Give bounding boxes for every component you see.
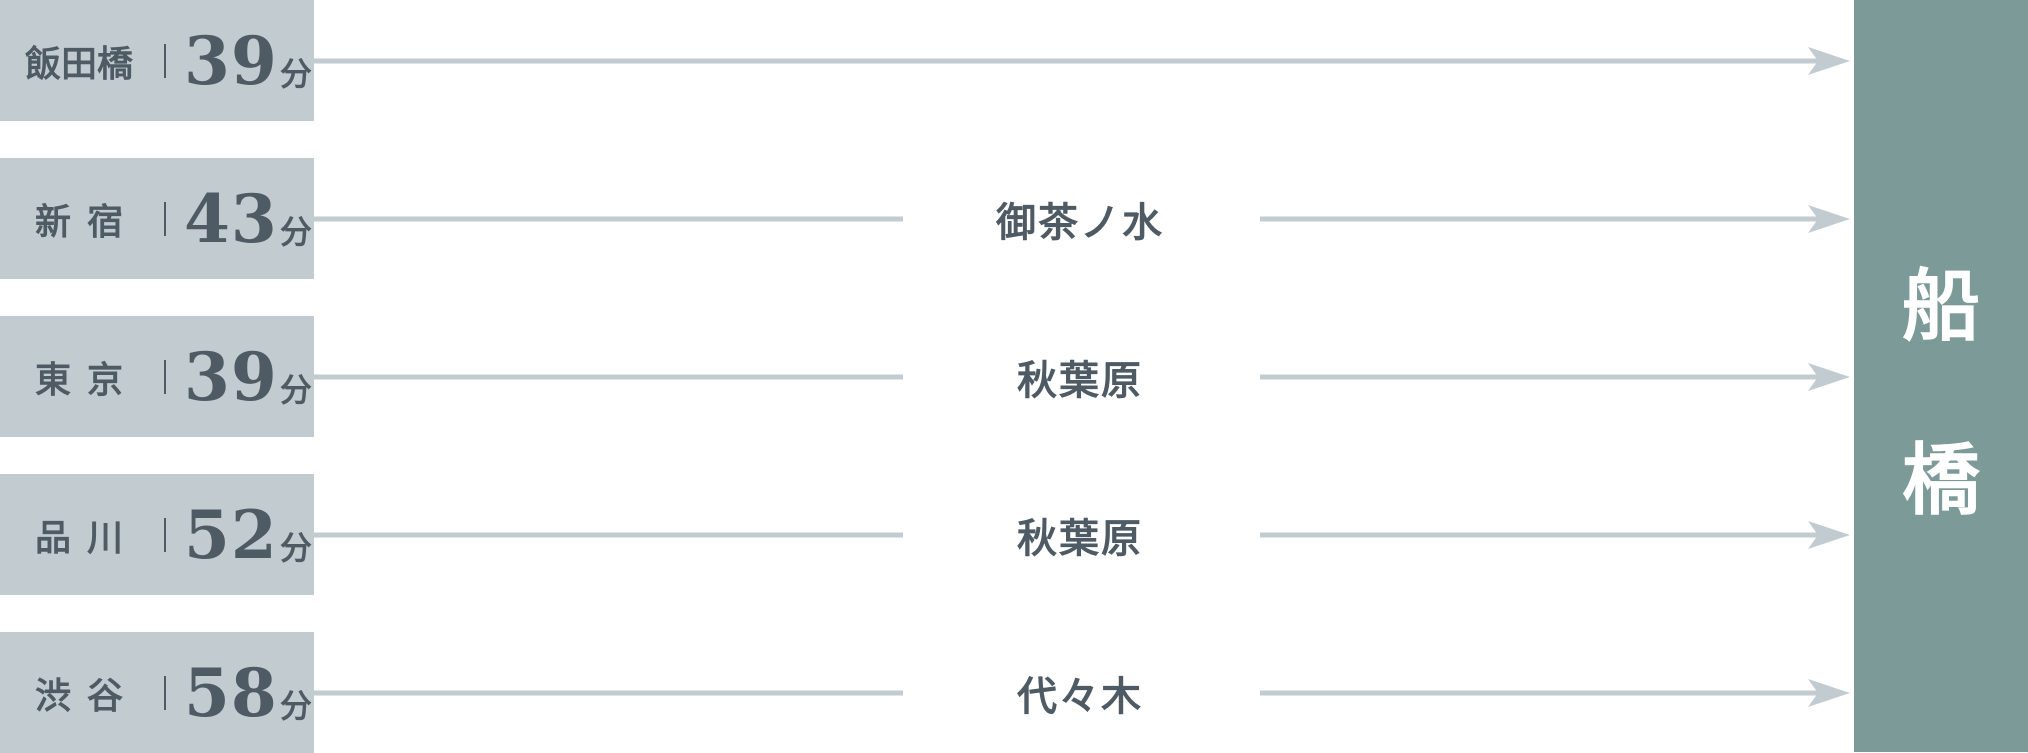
station-box: 東京 39 分 (0, 316, 314, 437)
transfer-station: 秋葉原 (1017, 514, 1143, 562)
arrow-head-icon (1808, 679, 1850, 707)
time-minutes: 43 (184, 179, 278, 258)
divider (164, 676, 166, 710)
divider (164, 202, 166, 236)
station-name: 東京 (34, 358, 139, 401)
destination-char: 橋 (1901, 435, 1980, 526)
route-row-shibuya: 渋谷 58 分 代々木 (0, 632, 2028, 753)
route-row-iidabashi: 飯田橋 39 分 (0, 0, 2028, 121)
travel-time: 43 分 (184, 158, 312, 279)
route-row-shinagawa: 品川 52 分 秋葉原 (0, 474, 2028, 595)
travel-time: 39 分 (184, 0, 312, 121)
transfer-station: 代々木 (1017, 672, 1143, 720)
destination-char: 船 (1901, 261, 1980, 352)
station-name: 飯田橋 (24, 42, 133, 85)
station-box: 飯田橋 39 分 (0, 0, 314, 121)
transfer-station: 御茶ノ水 (996, 198, 1164, 246)
route-row-tokyo: 東京 39 分 秋葉原 (0, 316, 2028, 437)
station-box: 渋谷 58 分 (0, 632, 314, 753)
travel-time: 52 分 (184, 474, 312, 595)
time-minutes: 39 (184, 337, 278, 416)
time-minutes: 39 (184, 21, 278, 100)
time-unit: 分 (279, 212, 312, 251)
transfer-station: 秋葉原 (1017, 356, 1143, 404)
destination-box: 船 橋 (1854, 0, 2028, 752)
arrow-head-icon (1808, 521, 1850, 549)
station-name: 新宿 (34, 200, 139, 243)
station-box: 品川 52 分 (0, 474, 314, 595)
time-minutes: 52 (184, 495, 278, 574)
station-name: 品川 (34, 516, 139, 559)
arrow-head-icon (1808, 47, 1850, 75)
divider (164, 518, 166, 552)
route-row-shinjuku: 新宿 43 分 御茶ノ水 (0, 158, 2028, 279)
arrow-head-icon (1808, 363, 1850, 391)
time-unit: 分 (279, 686, 312, 725)
time-unit: 分 (279, 528, 312, 567)
time-unit: 分 (279, 54, 312, 93)
station-box: 新宿 43 分 (0, 158, 314, 279)
time-unit: 分 (279, 370, 312, 409)
divider (164, 360, 166, 394)
station-name: 渋谷 (34, 674, 139, 717)
divider (164, 44, 166, 78)
travel-time: 58 分 (184, 632, 312, 753)
time-minutes: 58 (184, 653, 278, 732)
travel-time: 39 分 (184, 316, 312, 437)
arrow-head-icon (1808, 205, 1850, 233)
